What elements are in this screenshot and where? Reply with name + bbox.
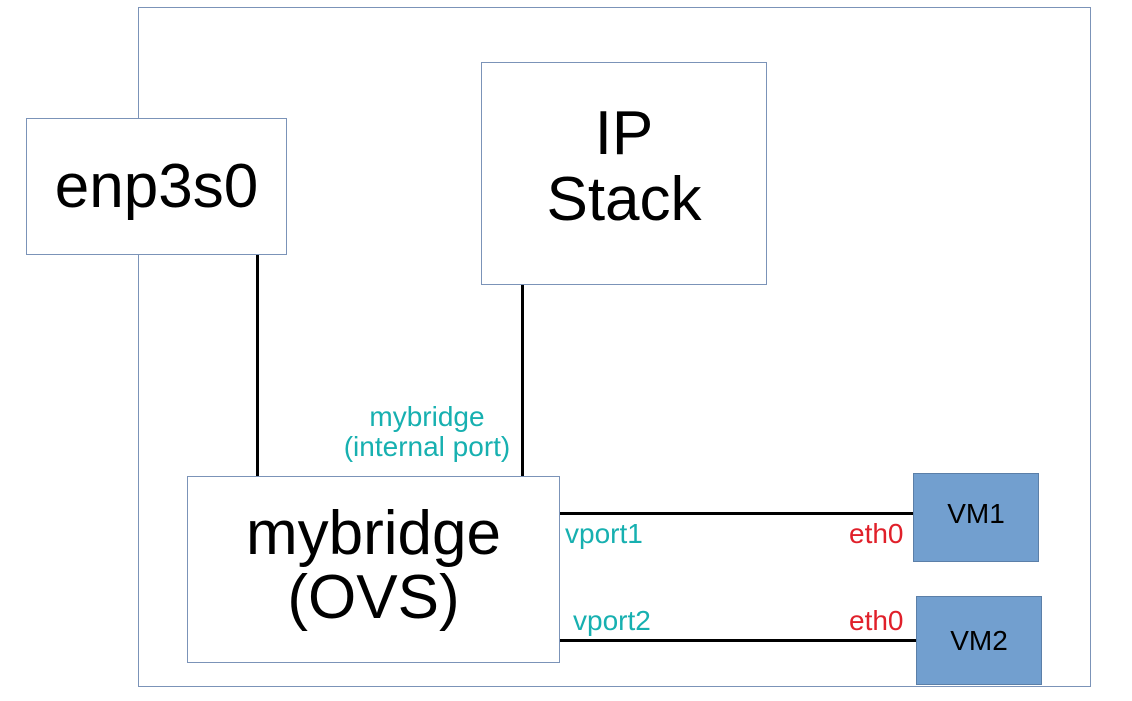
ip-stack-label-line1: IP [594,98,654,168]
vport1-label: vport1 [565,518,643,549]
bridge-node: mybridge (OVS) [187,476,560,663]
nic-node: enp3s0 [26,118,287,255]
vm2-label: VM2 [950,624,1008,656]
vm2-eth0-label: eth0 [849,605,904,636]
internal-port-label-line2: (internal port) [343,431,511,462]
ip-stack-label-line2: Stack [546,164,702,234]
vport1-link [559,512,914,515]
host-boundary [138,7,1091,687]
vm1-label: VM1 [947,497,1005,529]
vm1-node: VM1 [913,473,1039,562]
nic-label: enp3s0 [54,151,259,221]
bridge-label-line1: mybridge [246,498,501,568]
ipstack-to-bridge-link [521,284,524,477]
bridge-label-line2: (OVS) [287,562,460,632]
ip-stack-node: IP Stack [481,62,767,285]
nic-to-bridge-link [256,253,259,477]
internal-port-label: mybridge (internal port) [334,403,520,461]
vport2-label: vport2 [573,605,651,636]
vport2-link [557,639,917,642]
vm1-eth0-label: eth0 [849,518,904,549]
internal-port-label-line1: mybridge [369,401,485,432]
vm2-node: VM2 [916,596,1042,685]
